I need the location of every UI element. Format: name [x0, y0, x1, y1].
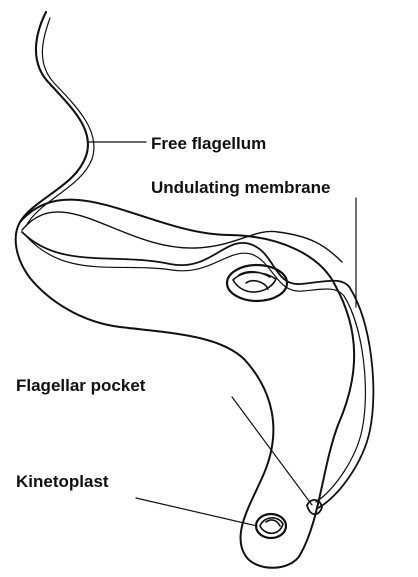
free-flagellum — [20, 12, 88, 222]
label-kinetoplast: Kinetoplast — [16, 472, 109, 491]
attached-flagellum — [22, 232, 373, 508]
attached-flagellum-secondary — [26, 236, 365, 502]
undulating-membrane-band — [22, 212, 342, 262]
label-flagellar-pocket: Flagellar pocket — [16, 376, 146, 395]
nucleus — [227, 265, 287, 301]
nucleus-texture — [233, 272, 276, 292]
label-undulating-membrane: Undulating membrane — [151, 178, 330, 197]
label-free-flagellum: Free flagellum — [151, 134, 266, 153]
kinetoplast-texture — [260, 518, 283, 533]
leader-kinetoplast — [136, 498, 257, 526]
